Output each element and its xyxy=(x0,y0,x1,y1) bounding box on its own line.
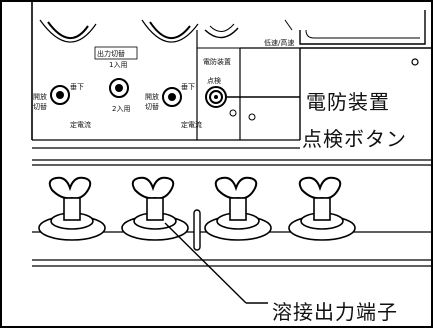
label-check: 点検 xyxy=(207,77,221,85)
label-open-switch-left: 開放 切替 xyxy=(33,93,47,111)
output-terminal-3 xyxy=(204,176,272,241)
label-speed: 低速/高速 xyxy=(264,39,295,47)
label-lower-left: 垂下 xyxy=(70,83,84,91)
callout-shield-device: 電防装置 xyxy=(306,90,390,114)
label-lower-right: 垂下 xyxy=(181,83,195,91)
label-constant-current-left: 定電流 xyxy=(70,121,91,129)
label-open-switch-right: 開放 切替 xyxy=(145,93,159,111)
label-constant-current-right: 定電流 xyxy=(181,121,202,129)
label-shield-device-panel: 電防装置 xyxy=(203,58,231,66)
label-two-input: 2入用 xyxy=(112,105,131,113)
label-output-switch: 出力切替 xyxy=(97,50,125,58)
output-terminal-4 xyxy=(288,176,356,241)
label-one-input: 1入用 xyxy=(109,61,128,69)
output-terminal-2 xyxy=(121,176,189,241)
output-terminal-1 xyxy=(38,176,106,241)
callout-output-terminal: 溶接出力端子 xyxy=(272,300,398,324)
callout-check-button: 点検ボタン xyxy=(302,127,407,151)
